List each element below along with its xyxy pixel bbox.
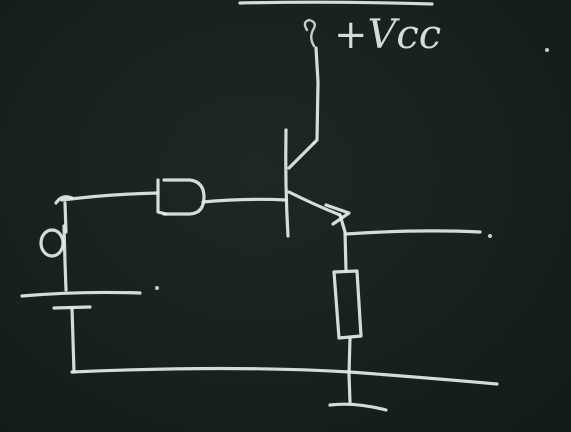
signal-source-icon xyxy=(39,228,65,258)
supply-rail xyxy=(238,0,434,6)
transistor-base-bar xyxy=(284,128,290,238)
base-wire xyxy=(201,197,288,204)
source-wire-through xyxy=(62,224,68,292)
supply-voltage-label: +Vcc xyxy=(334,12,441,58)
ground-return-left xyxy=(70,306,76,374)
transistor-emitter-lead xyxy=(287,190,342,217)
source-wire-top xyxy=(63,201,68,234)
emitter-resistor-icon xyxy=(332,269,363,340)
supply-terminal xyxy=(303,18,316,48)
collector-wire xyxy=(312,46,320,145)
ground-symbol xyxy=(328,402,388,412)
base-gate-inner xyxy=(156,178,168,216)
chalk-dot xyxy=(545,48,549,52)
base-gate-symbol xyxy=(162,178,206,216)
transistor-collector-lead xyxy=(287,141,316,170)
source-top-terminal xyxy=(54,195,74,205)
resistor-lower-wire xyxy=(347,336,352,404)
input-wire xyxy=(60,191,160,202)
chalk-dot xyxy=(155,286,159,290)
ground-return-wire xyxy=(70,366,499,386)
emitter-arrow-icon xyxy=(324,203,351,226)
source-ground-plate xyxy=(20,290,142,298)
output-wire xyxy=(344,229,482,236)
output-terminal xyxy=(488,234,492,238)
emitter-wire xyxy=(338,213,348,272)
